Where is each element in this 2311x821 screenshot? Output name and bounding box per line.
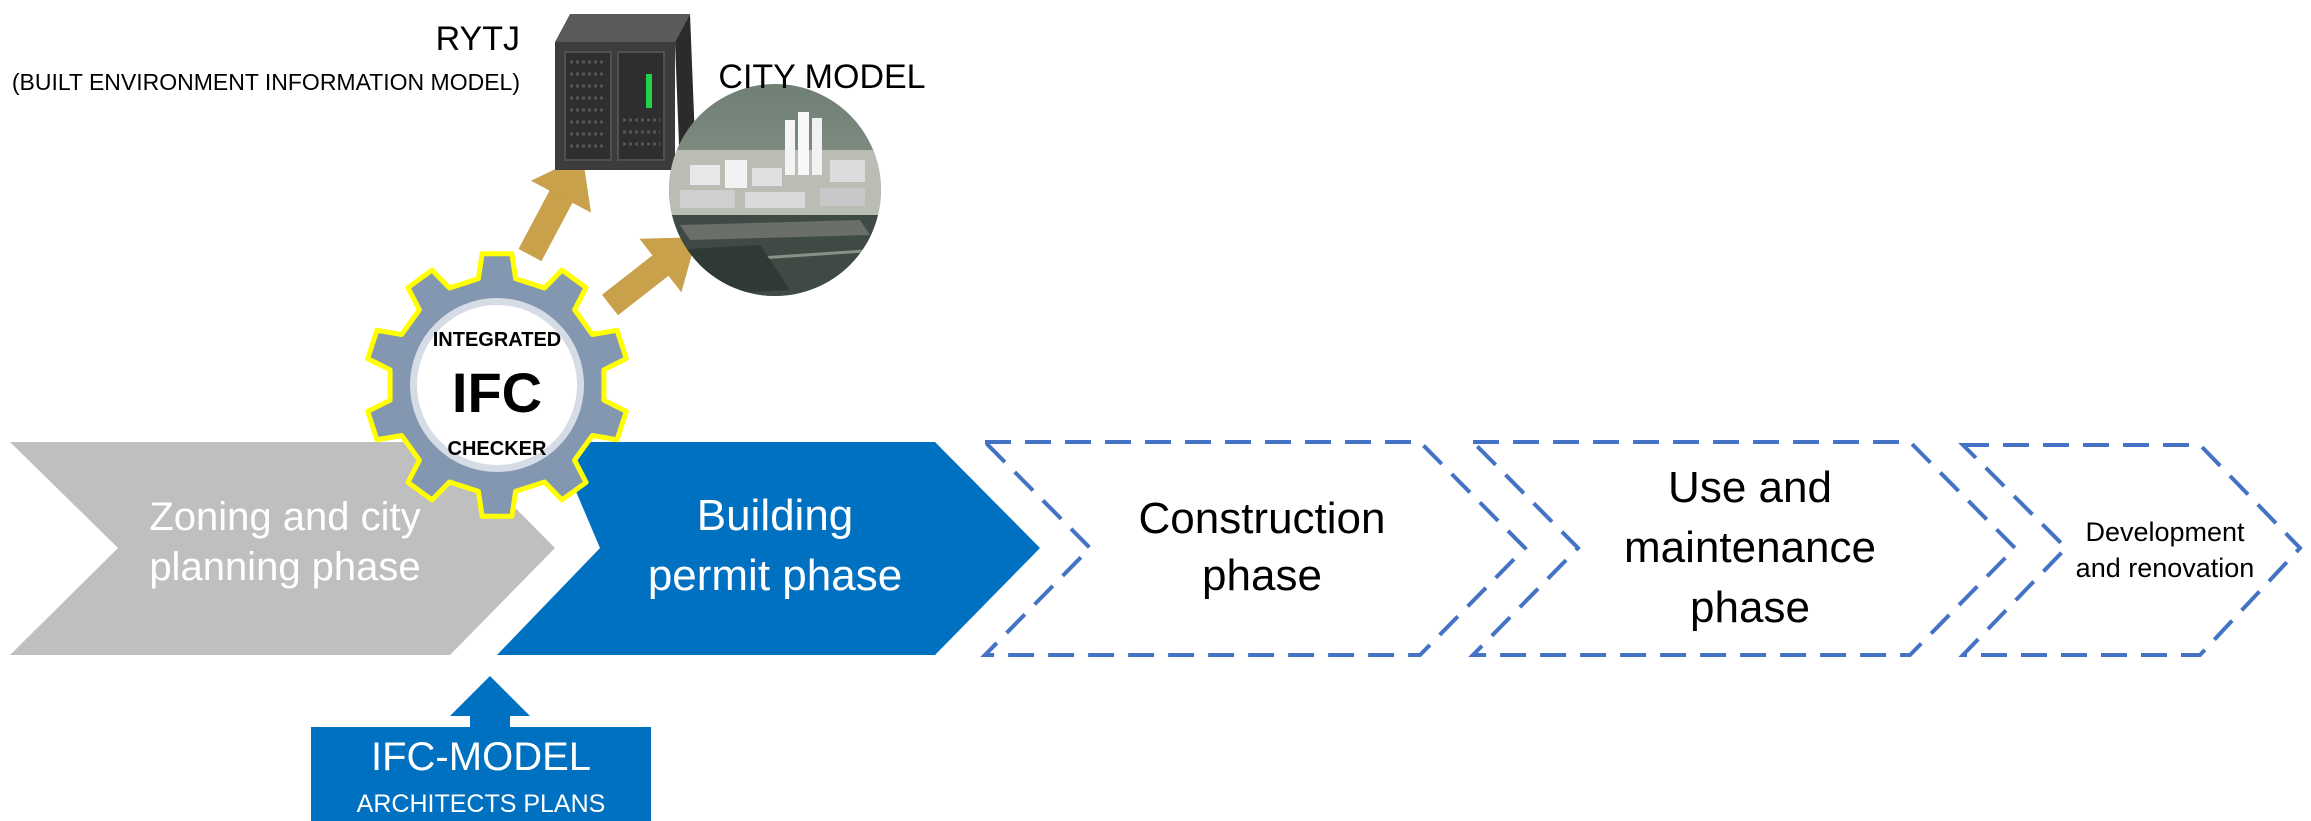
checker-line-ifc: IFC — [452, 361, 542, 424]
arrow-to-rytj — [518, 156, 592, 262]
use-phase-label-line-2: maintenance — [1624, 523, 1876, 572]
permit-phase-label-line-1: Building — [697, 491, 854, 540]
arrow-to-city-model — [601, 237, 697, 316]
development-phase-label-line-1: Development — [2085, 517, 2245, 547]
use-phase-label-line-1: Use and — [1668, 463, 1832, 512]
permit-phase-label-line-2: permit phase — [648, 551, 902, 600]
zoning-phase-label-line-1: Zoning and city — [149, 495, 420, 539]
gear-icon — [365, 251, 629, 519]
city-model-image — [669, 84, 881, 296]
zoning-phase-label-line-2: planning phase — [149, 545, 420, 589]
rytj-title: RYTJ — [436, 20, 520, 58]
zoning-phase-chevron — [10, 442, 555, 655]
checker-line-checker: CHECKER — [448, 438, 547, 460]
checker-line-integrated: INTEGRATED — [433, 329, 562, 351]
construction-phase-label-line-1: Construction — [1138, 494, 1385, 543]
ifc-model-title: IFC-MODEL — [371, 735, 591, 779]
ifc-model-box — [311, 727, 651, 821]
development-phase-chevron — [1958, 443, 2303, 657]
construction-phase-chevron — [980, 440, 1528, 657]
use-maintenance-phase-chevron — [1468, 440, 2018, 657]
server-icon — [555, 14, 695, 170]
use-phase-label-line-3: phase — [1690, 583, 1810, 632]
gear-inner-face — [417, 305, 577, 465]
construction-phase-label-line-2: phase — [1202, 551, 1322, 600]
ifc-model-subtitle: ARCHITECTS PLANS — [357, 790, 606, 818]
development-phase-label-line-2: and renovation — [2076, 553, 2255, 583]
ifc-model-up-arrow — [450, 676, 530, 732]
rytj-subtitle: (BUILT ENVIRONMENT INFORMATION MODEL) — [12, 69, 520, 95]
building-permit-phase-chevron — [497, 442, 1040, 655]
city-model-title: CITY MODEL — [718, 58, 925, 96]
